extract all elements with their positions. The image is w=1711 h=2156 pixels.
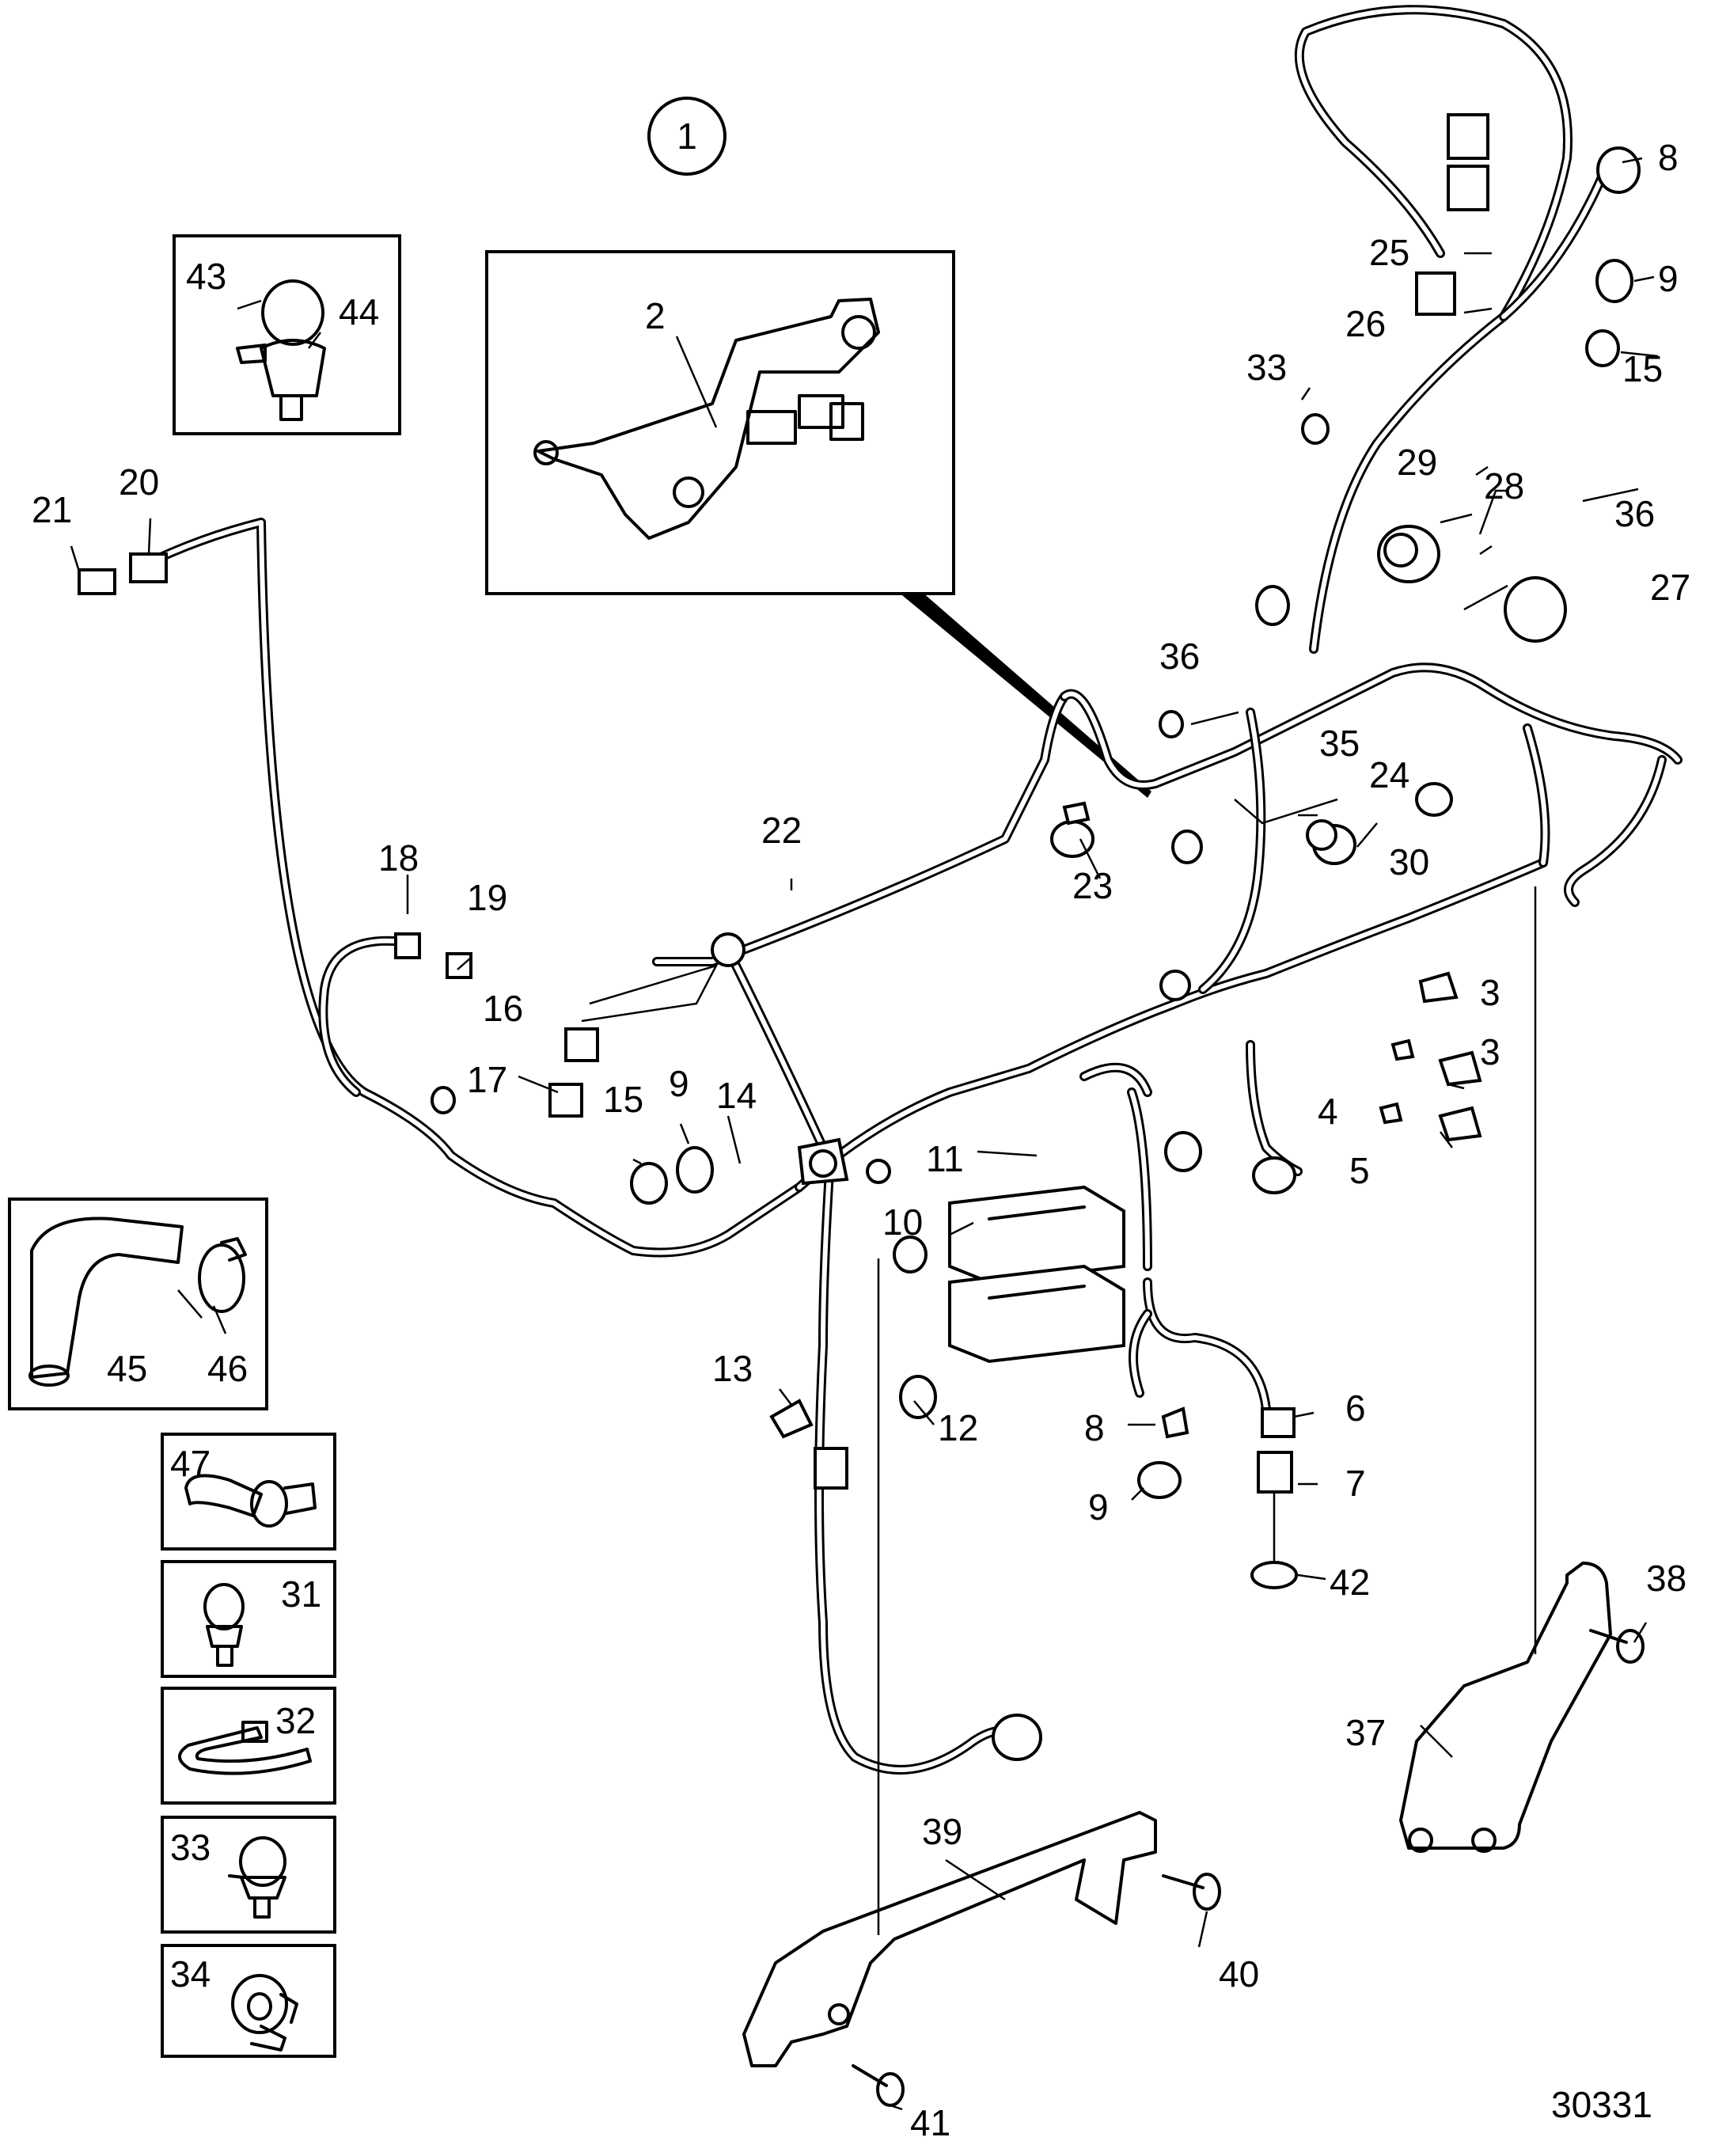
callout-41: 41 xyxy=(910,2102,950,2143)
callout-34: 34 xyxy=(170,1953,211,1995)
callout-10: 10 xyxy=(882,1201,923,1243)
callout-25: 25 xyxy=(1369,232,1409,273)
callout-3: 3 xyxy=(1480,972,1500,1013)
bolt-38 xyxy=(1589,1629,1645,1664)
bracket-37 xyxy=(1399,886,1612,1853)
inset-pointer xyxy=(898,592,1151,798)
bolt-40 xyxy=(1162,1873,1221,1911)
callout-5: 5 xyxy=(1349,1150,1370,1191)
callout-36: 36 xyxy=(1614,493,1655,534)
callout-6: 6 xyxy=(1345,1387,1366,1429)
callout-42: 42 xyxy=(1330,1562,1370,1603)
callout-16: 16 xyxy=(483,988,523,1029)
callout-11: 11 xyxy=(926,1138,964,1179)
inset-detail-box-2 xyxy=(485,250,955,595)
callout-9: 9 xyxy=(669,1063,689,1104)
callout-labels: 2 3 3 4 5 6 7 8 8 9 9 9 10 11 12 13 14 1… xyxy=(32,137,1690,2143)
inset-clip-47 xyxy=(161,1433,336,1551)
callout-3: 3 xyxy=(1480,1031,1500,1072)
callout-4: 4 xyxy=(1318,1091,1338,1132)
callout-18: 18 xyxy=(378,837,419,879)
inset-clip-45-46 xyxy=(8,1198,268,1410)
callout-35: 35 xyxy=(1319,723,1360,764)
harness-wires xyxy=(138,5,1683,1775)
callout-15: 15 xyxy=(1622,348,1663,389)
inset-clip-32 xyxy=(161,1687,336,1805)
callout-7: 7 xyxy=(1345,1463,1366,1504)
callout-8: 8 xyxy=(1084,1407,1105,1448)
callout-43: 43 xyxy=(186,256,226,297)
callout-32: 32 xyxy=(275,1700,316,1741)
leader-lines xyxy=(70,157,1659,2111)
assembly-number-marker: 1 xyxy=(647,97,727,176)
callout-13: 13 xyxy=(712,1348,753,1389)
callout-8: 8 xyxy=(1658,137,1679,178)
inset-clip-33 xyxy=(161,1816,336,1934)
callout-14: 14 xyxy=(716,1075,757,1116)
callout-39: 39 xyxy=(922,1811,962,1852)
callout-47: 47 xyxy=(170,1443,211,1484)
callout-38: 38 xyxy=(1646,1558,1686,1599)
ignition-coils xyxy=(948,1185,1125,1364)
callout-15: 15 xyxy=(603,1079,643,1120)
callout-27: 27 xyxy=(1650,567,1690,608)
callout-29: 29 xyxy=(1397,442,1437,483)
callout-26: 26 xyxy=(1345,303,1386,344)
bolt-41 xyxy=(852,2064,905,2107)
drawing-number: 30331 xyxy=(1551,2084,1652,2125)
callout-21: 21 xyxy=(32,489,72,530)
callout-22: 22 xyxy=(761,810,802,851)
callout-45: 45 xyxy=(107,1348,147,1389)
callout-44: 44 xyxy=(339,291,379,332)
callout-9: 9 xyxy=(1658,258,1679,299)
callout-19: 19 xyxy=(467,877,507,918)
callout-33: 33 xyxy=(1246,347,1287,388)
inset-clip-43-44 xyxy=(173,234,401,435)
inset-clip-34 xyxy=(161,1944,336,2058)
callout-28: 28 xyxy=(1484,465,1524,507)
callout-33: 33 xyxy=(170,1827,211,1868)
callout-2: 2 xyxy=(645,295,666,336)
callout-31: 31 xyxy=(281,1573,321,1615)
callout-36: 36 xyxy=(1159,636,1200,677)
callout-12: 12 xyxy=(938,1407,978,1448)
callout-24: 24 xyxy=(1369,754,1409,795)
callout-9: 9 xyxy=(1088,1486,1109,1528)
callout-30: 30 xyxy=(1389,841,1429,883)
callout-23: 23 xyxy=(1072,865,1113,906)
callout-17: 17 xyxy=(467,1059,507,1100)
connectors xyxy=(78,113,1641,1761)
callout-40: 40 xyxy=(1219,1953,1259,1995)
bracket-39 xyxy=(742,1258,1157,2067)
inset-clip-31 xyxy=(161,1560,336,1678)
assembly-number: 1 xyxy=(677,116,697,157)
callout-37: 37 xyxy=(1345,1712,1386,1753)
callout-20: 20 xyxy=(119,461,159,503)
callout-46: 46 xyxy=(207,1348,248,1389)
